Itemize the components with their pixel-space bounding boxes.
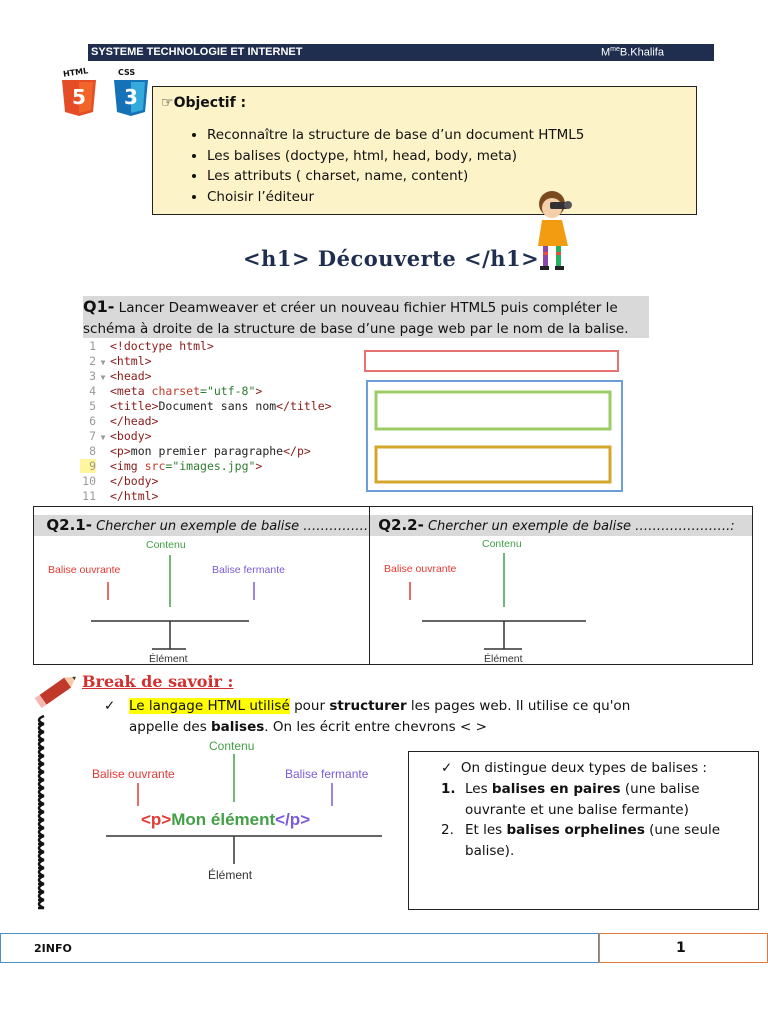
code-line: 5<title>Document sans nom</title>: [89, 399, 332, 413]
schema-inner-green-box: [374, 390, 612, 431]
types-item-2: 2. Et les balises orphelines (une seule …: [441, 822, 721, 859]
example-content: Mon élément: [171, 810, 276, 829]
q2-1-title: Q2.1- Chercher un exemple de balise ……………: [34, 515, 370, 536]
code-line: 9<img src="images.jpg">: [80, 459, 262, 474]
objectif-item: Les attributs ( charset, name, content): [207, 166, 584, 187]
objectif-title: ☞Objectif :: [161, 95, 247, 111]
objectif-item: Les balises (doctype, html, head, body, …: [207, 146, 584, 167]
q1-label: Q1-: [83, 297, 115, 316]
checkmark-icon: ✓: [441, 760, 453, 776]
code-line: 4<meta charset="utf-8">: [89, 384, 263, 398]
svg-text:3: 3: [124, 85, 138, 109]
types-item-1: 1. Les balises en paires (une balise ouv…: [441, 781, 700, 818]
code-line: 3▼<head>: [89, 369, 152, 383]
checkmark-icon: ✓: [104, 698, 116, 714]
types-intro: ✓ On distingue deux types de balises :: [441, 760, 707, 776]
diagram-label-fermante: Balise fermante: [212, 564, 285, 576]
html-structure-schema: [364, 350, 623, 492]
css3-logo: CSS 3: [112, 68, 150, 118]
footer-class-cell: 2INFO: [0, 933, 599, 963]
diagram-label-element: Élément: [484, 653, 523, 665]
html5-logo: HTML 5: [60, 66, 98, 118]
pointing-hand-icon: ☞: [161, 95, 174, 111]
example-label-ouvrante: Balise ouvrante: [92, 767, 175, 781]
teacher-name: MmeB.Khalifa: [601, 46, 664, 59]
code-line: 7▼<body>: [89, 429, 152, 443]
diagram-label-ouvrante: Balise ouvrante: [384, 563, 457, 575]
objectif-list: Reconnaître la structure de base d’un do…: [181, 125, 584, 207]
example-element-diagram: [106, 754, 382, 864]
example-label-fermante: Balise fermante: [285, 767, 369, 781]
question-q2-1-box: Q2.1- Chercher un exemple de balise ……………: [33, 506, 370, 665]
break-paragraph: ✓ Le langage HTML utilisé pour structure…: [104, 698, 631, 735]
objectif-item: Choisir l’éditeur: [207, 187, 584, 208]
question-q2-2-box: Q2.2- Chercher un exemple de balise ……………: [369, 506, 753, 665]
example-open-tag: <p>: [141, 810, 172, 829]
section-title-decouverte: <h1> Découverte </h1>: [243, 246, 540, 271]
highlighted-text: Le langage HTML utilisé: [129, 698, 290, 714]
code-line: 2▼<html>: [89, 354, 152, 368]
diagram-label-contenu: Contenu: [146, 539, 186, 551]
diagram-label-ouvrante: Balise ouvrante: [48, 564, 121, 576]
code-line: 8<p>mon premier paragraphe</p>: [89, 444, 311, 458]
q1-text: Lancer Deamweaver et créer un nouveau fi…: [83, 300, 629, 337]
q2-2-title: Q2.2- Chercher un exemple de balise ……………: [370, 515, 752, 536]
question-q1: Q1- Lancer Deamweaver et créer un nouvea…: [83, 296, 649, 338]
break-de-savoir-title: Break de savoir :: [82, 672, 234, 691]
q2-2-element-diagram: [409, 553, 586, 650]
girl-binoculars-illustration: [538, 191, 572, 270]
footer-page-cell: 1: [599, 933, 768, 963]
objectif-item: Reconnaître la structure de base d’un do…: [207, 125, 584, 146]
diagram-label-contenu: Contenu: [482, 538, 522, 550]
svg-text:5: 5: [72, 85, 86, 109]
code-line: 11</html>: [82, 489, 159, 503]
code-editor: 1<!doctype html>2▼<html>3▼<head>4<meta c…: [80, 339, 363, 505]
example-label-element: Élément: [208, 868, 253, 882]
code-line: 6</head>: [89, 414, 159, 428]
page-number: 1: [676, 940, 686, 956]
code-line: 10</body>: [82, 474, 159, 488]
footer-class-label: 2INFO: [34, 942, 72, 955]
diagram-label-element: Élément: [149, 653, 188, 665]
schema-head-slot: [364, 350, 619, 372]
code-line: 1<!doctype html>: [89, 339, 214, 353]
balise-types-box: ✓ On distingue deux types de balises : 1…: [408, 751, 759, 910]
example-p-element: <p>Mon élément</p>: [141, 810, 310, 830]
example-close-tag: </p>: [275, 810, 311, 829]
pencil-spiral-decoration: [34, 676, 76, 910]
subject-title: SYSTEME TECHNOLOGIE ET INTERNET: [91, 46, 303, 58]
schema-html-frame: [366, 380, 623, 492]
schema-inner-yellow-box: [374, 445, 612, 484]
page-footer: 2INFO 1: [0, 933, 768, 963]
objectif-box: ☞Objectif : Reconnaître la structure de …: [152, 86, 697, 215]
document-header-bar: SYSTEME TECHNOLOGIE ET INTERNET MmeB.Kha…: [88, 44, 714, 61]
example-label-contenu: Contenu: [209, 739, 255, 753]
q2-1-element-diagram: [91, 555, 255, 650]
